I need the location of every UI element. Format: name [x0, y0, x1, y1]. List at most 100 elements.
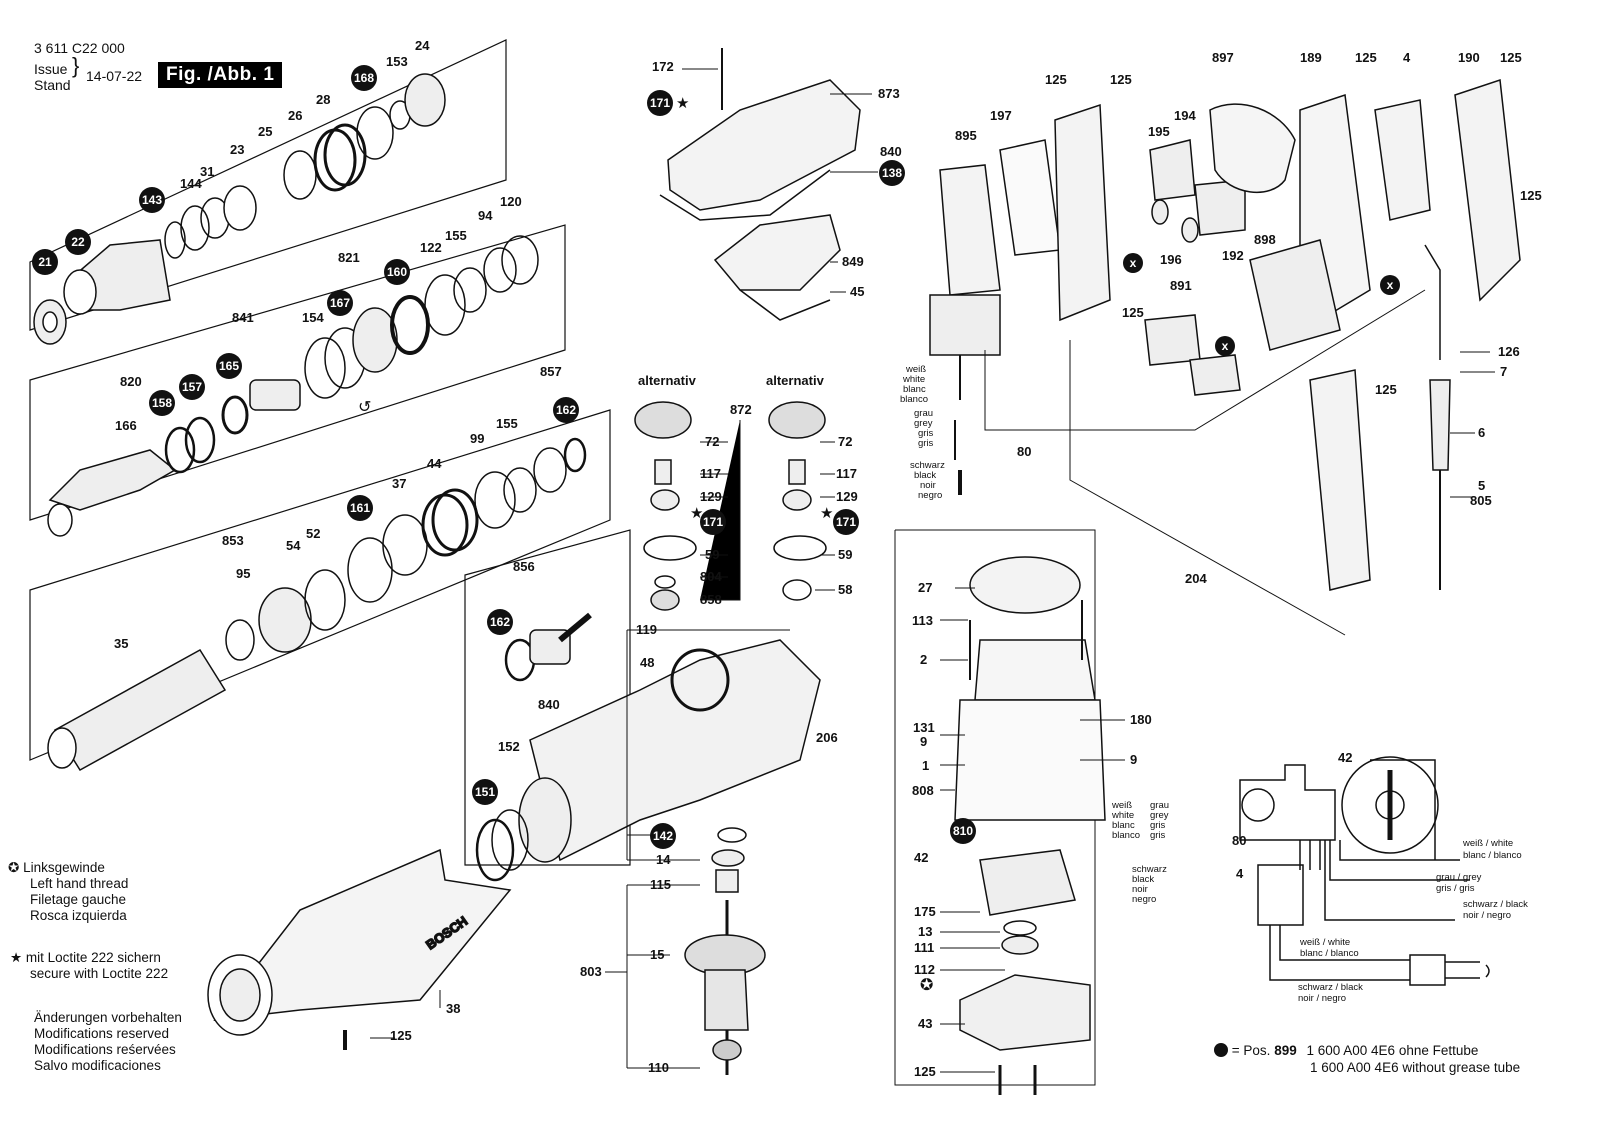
svg-text:192: 192	[1222, 248, 1244, 263]
grease-tube-note: = Pos. 899 1 600 A00 4E6 ohne Fettube 1 …	[1214, 1042, 1520, 1076]
badge-160: 160	[384, 259, 410, 285]
svg-text:154: 154	[302, 310, 324, 325]
svg-text:★: ★	[690, 504, 703, 522]
svg-text:2: 2	[920, 652, 927, 667]
svg-text:59: 59	[838, 547, 852, 562]
badge-142: 142	[650, 823, 676, 849]
badge-151: 151	[472, 779, 498, 805]
top-cover-group	[659, 48, 861, 321]
svg-text:21: 21	[38, 255, 52, 269]
svg-text:152: 152	[498, 739, 520, 754]
brace: }	[72, 53, 80, 78]
row3-parts	[47, 437, 587, 771]
svg-text:808: 808	[912, 783, 934, 798]
badge-x2: x	[1380, 275, 1400, 295]
badge-171b: 171	[700, 509, 726, 535]
loctite-star-icons: ★ ★ ★	[676, 94, 833, 522]
svg-text:891: 891	[1170, 278, 1192, 293]
doc-number: 3 611 C22 000	[34, 40, 125, 56]
issue-label: Issue	[34, 61, 68, 77]
svg-text:841: 841	[232, 310, 254, 325]
badge-162b: 162	[487, 609, 513, 635]
svg-text:131: 131	[913, 720, 935, 735]
svg-text:113: 113	[912, 613, 933, 628]
svg-text:125: 125	[1500, 50, 1522, 65]
svg-text:153: 153	[386, 54, 408, 69]
svg-text:895: 895	[955, 128, 977, 143]
svg-text:gris: gris	[1150, 830, 1166, 841]
svg-text:schwarz / black: schwarz / black	[1298, 982, 1363, 993]
svg-text:175: 175	[914, 904, 936, 919]
svg-text:28: 28	[316, 92, 330, 107]
svg-text:872: 872	[730, 402, 752, 417]
svg-text:6: 6	[1478, 425, 1485, 440]
badge-157: 157	[179, 374, 205, 400]
svg-text:129: 129	[700, 489, 722, 504]
svg-text:80: 80	[1232, 833, 1246, 848]
svg-text:52: 52	[306, 526, 320, 541]
svg-text:125: 125	[1122, 305, 1144, 320]
part-labels: 144 31 23 25 26 28 153 24 821 122 155 94…	[114, 38, 1542, 1079]
leader-lines	[370, 68, 1495, 1073]
left-thread-icons: ✪ ↺	[358, 397, 933, 994]
svg-text:158: 158	[152, 396, 172, 410]
badge-158: 158	[149, 390, 175, 416]
svg-text:9: 9	[920, 734, 927, 749]
star-icon: ★	[10, 950, 23, 965]
svg-text:162: 162	[490, 615, 510, 629]
svg-text:noir / negro: noir / negro	[1463, 910, 1511, 921]
svg-text:31: 31	[200, 164, 214, 179]
svg-text:873: 873	[878, 86, 900, 101]
wire-colour-labels-left: weiß white blanc blanco grau grey gris g…	[900, 364, 945, 501]
svg-text:125: 125	[390, 1028, 412, 1043]
svg-text:194: 194	[1174, 108, 1196, 123]
row1-parts	[33, 73, 446, 345]
badge-161: 161	[347, 495, 373, 521]
badge-168: 168	[351, 65, 377, 91]
svg-text:grau: grau	[1150, 800, 1169, 811]
svg-text:125: 125	[1375, 382, 1397, 397]
svg-text:125: 125	[1110, 72, 1132, 87]
svg-text:weiß: weiß	[1111, 800, 1132, 811]
badge-810: 810	[950, 818, 976, 844]
svg-text:grey: grey	[914, 418, 933, 429]
legend-loctite: ★ mit Loctite 222 sichern secure with Lo…	[10, 950, 169, 981]
svg-text:15: 15	[650, 947, 664, 962]
rear-housing	[929, 78, 1521, 591]
svg-text:119: 119	[636, 622, 657, 637]
svg-text:94: 94	[478, 208, 493, 223]
svg-text:x: x	[1387, 278, 1394, 292]
svg-text:157: 157	[182, 380, 202, 394]
svg-text:1: 1	[922, 758, 929, 773]
svg-text:gris / gris: gris / gris	[1436, 883, 1475, 894]
svg-text:35: 35	[114, 636, 128, 651]
gear-stack-left	[634, 401, 697, 611]
svg-text:59: 59	[705, 547, 719, 562]
svg-text:195: 195	[1148, 124, 1170, 139]
svg-text:alternativ: alternativ	[766, 373, 825, 388]
svg-text:120: 120	[500, 194, 522, 209]
svg-text:blanc: blanc	[1112, 820, 1135, 831]
svg-text:95: 95	[236, 566, 250, 581]
svg-text:white: white	[1111, 810, 1134, 821]
svg-text:165: 165	[219, 359, 239, 373]
svg-text:821: 821	[338, 250, 360, 265]
svg-text:schwarz / black: schwarz / black	[1463, 899, 1528, 910]
wiring-schematic	[1239, 756, 1490, 986]
legend-modifications: Änderungen vorbehalten Modifications res…	[34, 1010, 182, 1073]
svg-text:171: 171	[650, 96, 670, 110]
badge-167: 167	[327, 290, 353, 316]
badge-x3: x	[1215, 336, 1235, 356]
power-cord	[1424, 244, 1451, 590]
svg-text:weiß: weiß	[905, 364, 926, 375]
badge-x1: x	[1123, 253, 1143, 273]
badge-22: 22	[65, 229, 91, 255]
svg-text:849: 849	[842, 254, 864, 269]
svg-text:898: 898	[1254, 232, 1276, 247]
svg-text:111: 111	[914, 940, 934, 955]
svg-text:58: 58	[838, 582, 852, 597]
svg-text:negro: negro	[1132, 894, 1156, 905]
svg-text:blanco: blanco	[900, 394, 928, 405]
figure-label: Fig. /Abb. 1	[158, 62, 283, 88]
